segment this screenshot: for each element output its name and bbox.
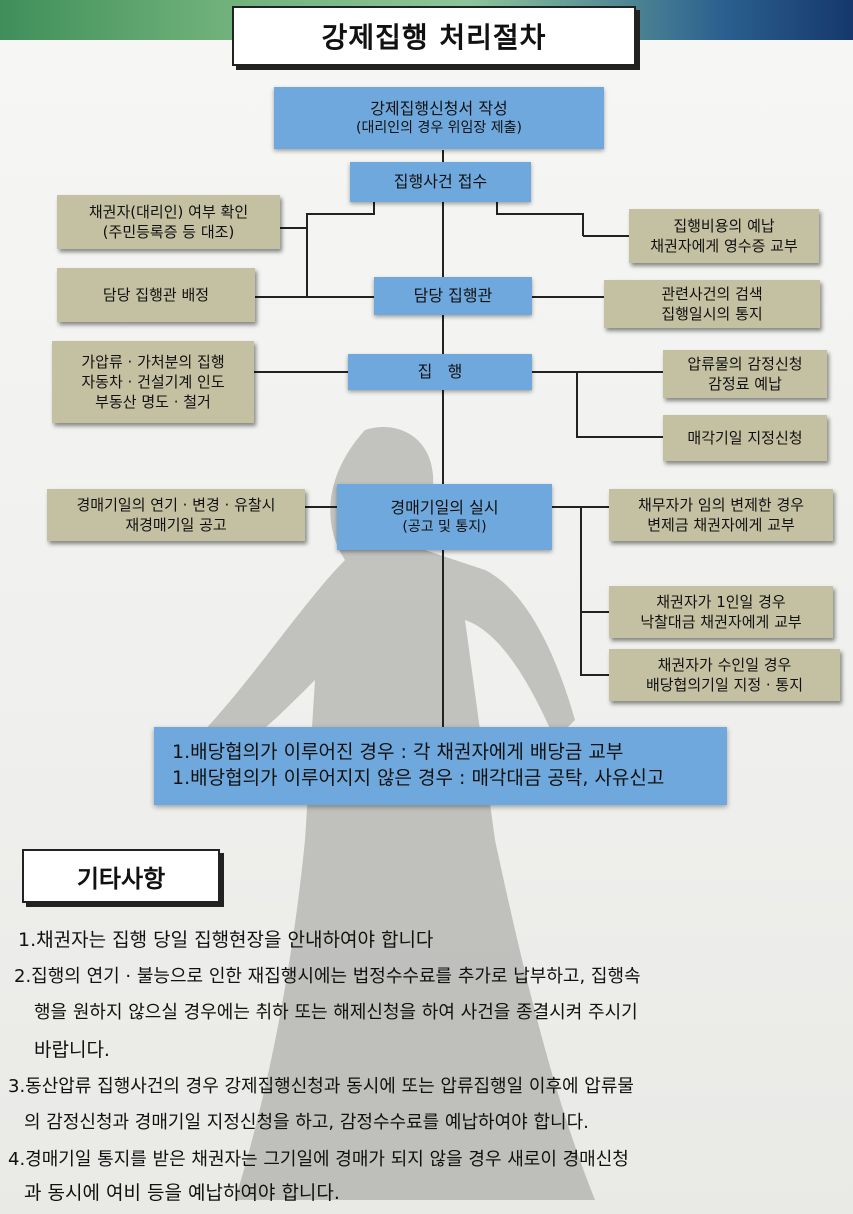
execution-step-label: 집 행 bbox=[417, 362, 463, 382]
voluntary-payment-line2: 변제금 채권자에게 교부 bbox=[647, 516, 795, 534]
auction-step-title: 경매기일의 실시 bbox=[390, 497, 499, 517]
fee-prepay-box: 집행비용의 예납 채권자에게 영수증 교부 bbox=[629, 209, 819, 263]
note-line: 과 동시에 여비 등을 예납하여야 합니다. bbox=[24, 1182, 340, 1204]
related-search-line2: 집행일시의 통지 bbox=[661, 305, 763, 323]
single-creditor-line2: 낙찰대금 채권자에게 교부 bbox=[640, 613, 802, 631]
appraisal-box: 압류물의 감정신청 감정료 예납 bbox=[663, 350, 827, 398]
execution-types-line3: 부동산 명도 · 철거 bbox=[95, 393, 211, 412]
creditor-check-line2: (주민등록증 등 대조) bbox=[102, 223, 235, 241]
auction-delay-line1: 경매기일의 연기 · 변경 · 유찰시 bbox=[76, 495, 276, 514]
single-creditor-line1: 채권자가 1인일 경우 bbox=[656, 592, 786, 611]
voluntary-payment-box: 채무자가 임의 변제한 경우 변제금 채권자에게 교부 bbox=[609, 489, 833, 541]
assign-officer-label: 담당 집행관 배정 bbox=[102, 285, 210, 304]
application-step-title: 강제집행신청서 작성 bbox=[370, 98, 508, 118]
note-line: 2.집행의 연기 · 불능으로 인한 재집행시에는 법정수수료를 추가로 납부하… bbox=[14, 966, 641, 987]
creditor-check-line1: 채권자(대리인) 여부 확인 bbox=[88, 202, 249, 221]
sale-date-box: 매각기일 지정신청 bbox=[663, 415, 827, 461]
auction-step-note: (공고 및 통지) bbox=[402, 519, 487, 536]
page-title: 강제집행 처리절차 bbox=[232, 6, 636, 66]
single-creditor-box: 채권자가 1인일 경우 낙찰대금 채권자에게 교부 bbox=[609, 586, 833, 638]
execution-types-box: 가압류 · 가처분의 집행 자동차 · 건설기계 인도 부동산 명도 · 철거 bbox=[52, 341, 254, 423]
execution-types-line2: 자동차 · 건설기계 인도 bbox=[81, 372, 225, 391]
sale-date-label: 매각기일 지정신청 bbox=[687, 428, 803, 447]
note-line: 3.동산압류 집행사건의 경우 강제집행신청과 동시에 또는 압류집행일 이후에… bbox=[8, 1076, 634, 1097]
officer-step-label: 담당 집행관 bbox=[413, 286, 493, 306]
execution-step-box: 집 행 bbox=[348, 354, 532, 390]
related-search-box: 관련사건의 검색 집행일시의 통지 bbox=[604, 280, 820, 328]
application-step-note: (대리인의 경우 위임장 제출) bbox=[356, 120, 522, 137]
auction-delay-box: 경매기일의 연기 · 변경 · 유찰시 재경매기일 공고 bbox=[47, 489, 305, 541]
multiple-creditors-line2: 배당협의기일 지정 · 통지 bbox=[645, 676, 804, 694]
multiple-creditors-box: 채권자가 수인일 경우 배당협의기일 지정 · 통지 bbox=[609, 649, 840, 701]
justice-figure-watermark bbox=[195, 427, 595, 1200]
note-line: 바랍니다. bbox=[34, 1039, 110, 1061]
auction-step-box: 경매기일의 실시 (공고 및 통지) bbox=[337, 484, 552, 550]
application-step-box: 강제집행신청서 작성 (대리인의 경우 위임장 제출) bbox=[274, 87, 604, 149]
fee-prepay-line1: 집행비용의 예납 bbox=[673, 216, 775, 235]
note-line: 4.경매기일 통지를 받은 채권자는 그기일에 경매가 되지 않을 경우 새로이… bbox=[8, 1149, 629, 1170]
distribution-result-box: 1.배당협의가 이루어진 경우 : 각 채권자에게 배당금 교부 1.배당협의가… bbox=[154, 727, 727, 805]
assign-officer-box: 담당 집행관 배정 bbox=[57, 268, 255, 322]
fee-prepay-line2: 채권자에게 영수증 교부 bbox=[650, 237, 798, 255]
distribution-agreed: 1.배당협의가 이루어진 경우 : 각 채권자에게 배당금 교부 bbox=[172, 741, 624, 764]
execution-types-line1: 가압류 · 가처분의 집행 bbox=[81, 352, 225, 371]
receipt-step-box: 집행사건 접수 bbox=[350, 162, 531, 202]
note-line: 1.채권자는 집행 당일 집행현장을 안내하여야 합니다 bbox=[18, 929, 434, 951]
appraisal-line1: 압류물의 감정신청 bbox=[687, 354, 803, 373]
related-search-line1: 관련사건의 검색 bbox=[661, 284, 763, 303]
auction-delay-line2: 재경매기일 공고 bbox=[125, 516, 227, 534]
creditor-check-box: 채권자(대리인) 여부 확인 (주민등록증 등 대조) bbox=[57, 195, 280, 249]
receipt-step-label: 집행사건 접수 bbox=[393, 172, 488, 192]
voluntary-payment-line1: 채무자가 임의 변제한 경우 bbox=[637, 495, 805, 514]
note-line: 행을 원하지 않으실 경우에는 취하 또는 해제신청을 하여 사건을 종결시켜 … bbox=[34, 1002, 638, 1023]
officer-step-box: 담당 집행관 bbox=[374, 277, 532, 315]
note-line: 의 감정신청과 경매기일 지정신청을 하고, 감정수수료를 예납하여야 합니다. bbox=[24, 1112, 589, 1133]
notes-title: 기타사항 bbox=[22, 849, 220, 903]
appraisal-line2: 감정료 예납 bbox=[708, 375, 782, 393]
distribution-not-agreed: 1.배당협의가 이루어지지 않은 경우 : 매각대금 공탁, 사유신고 bbox=[172, 767, 665, 789]
multiple-creditors-line1: 채권자가 수인일 경우 bbox=[657, 655, 792, 674]
